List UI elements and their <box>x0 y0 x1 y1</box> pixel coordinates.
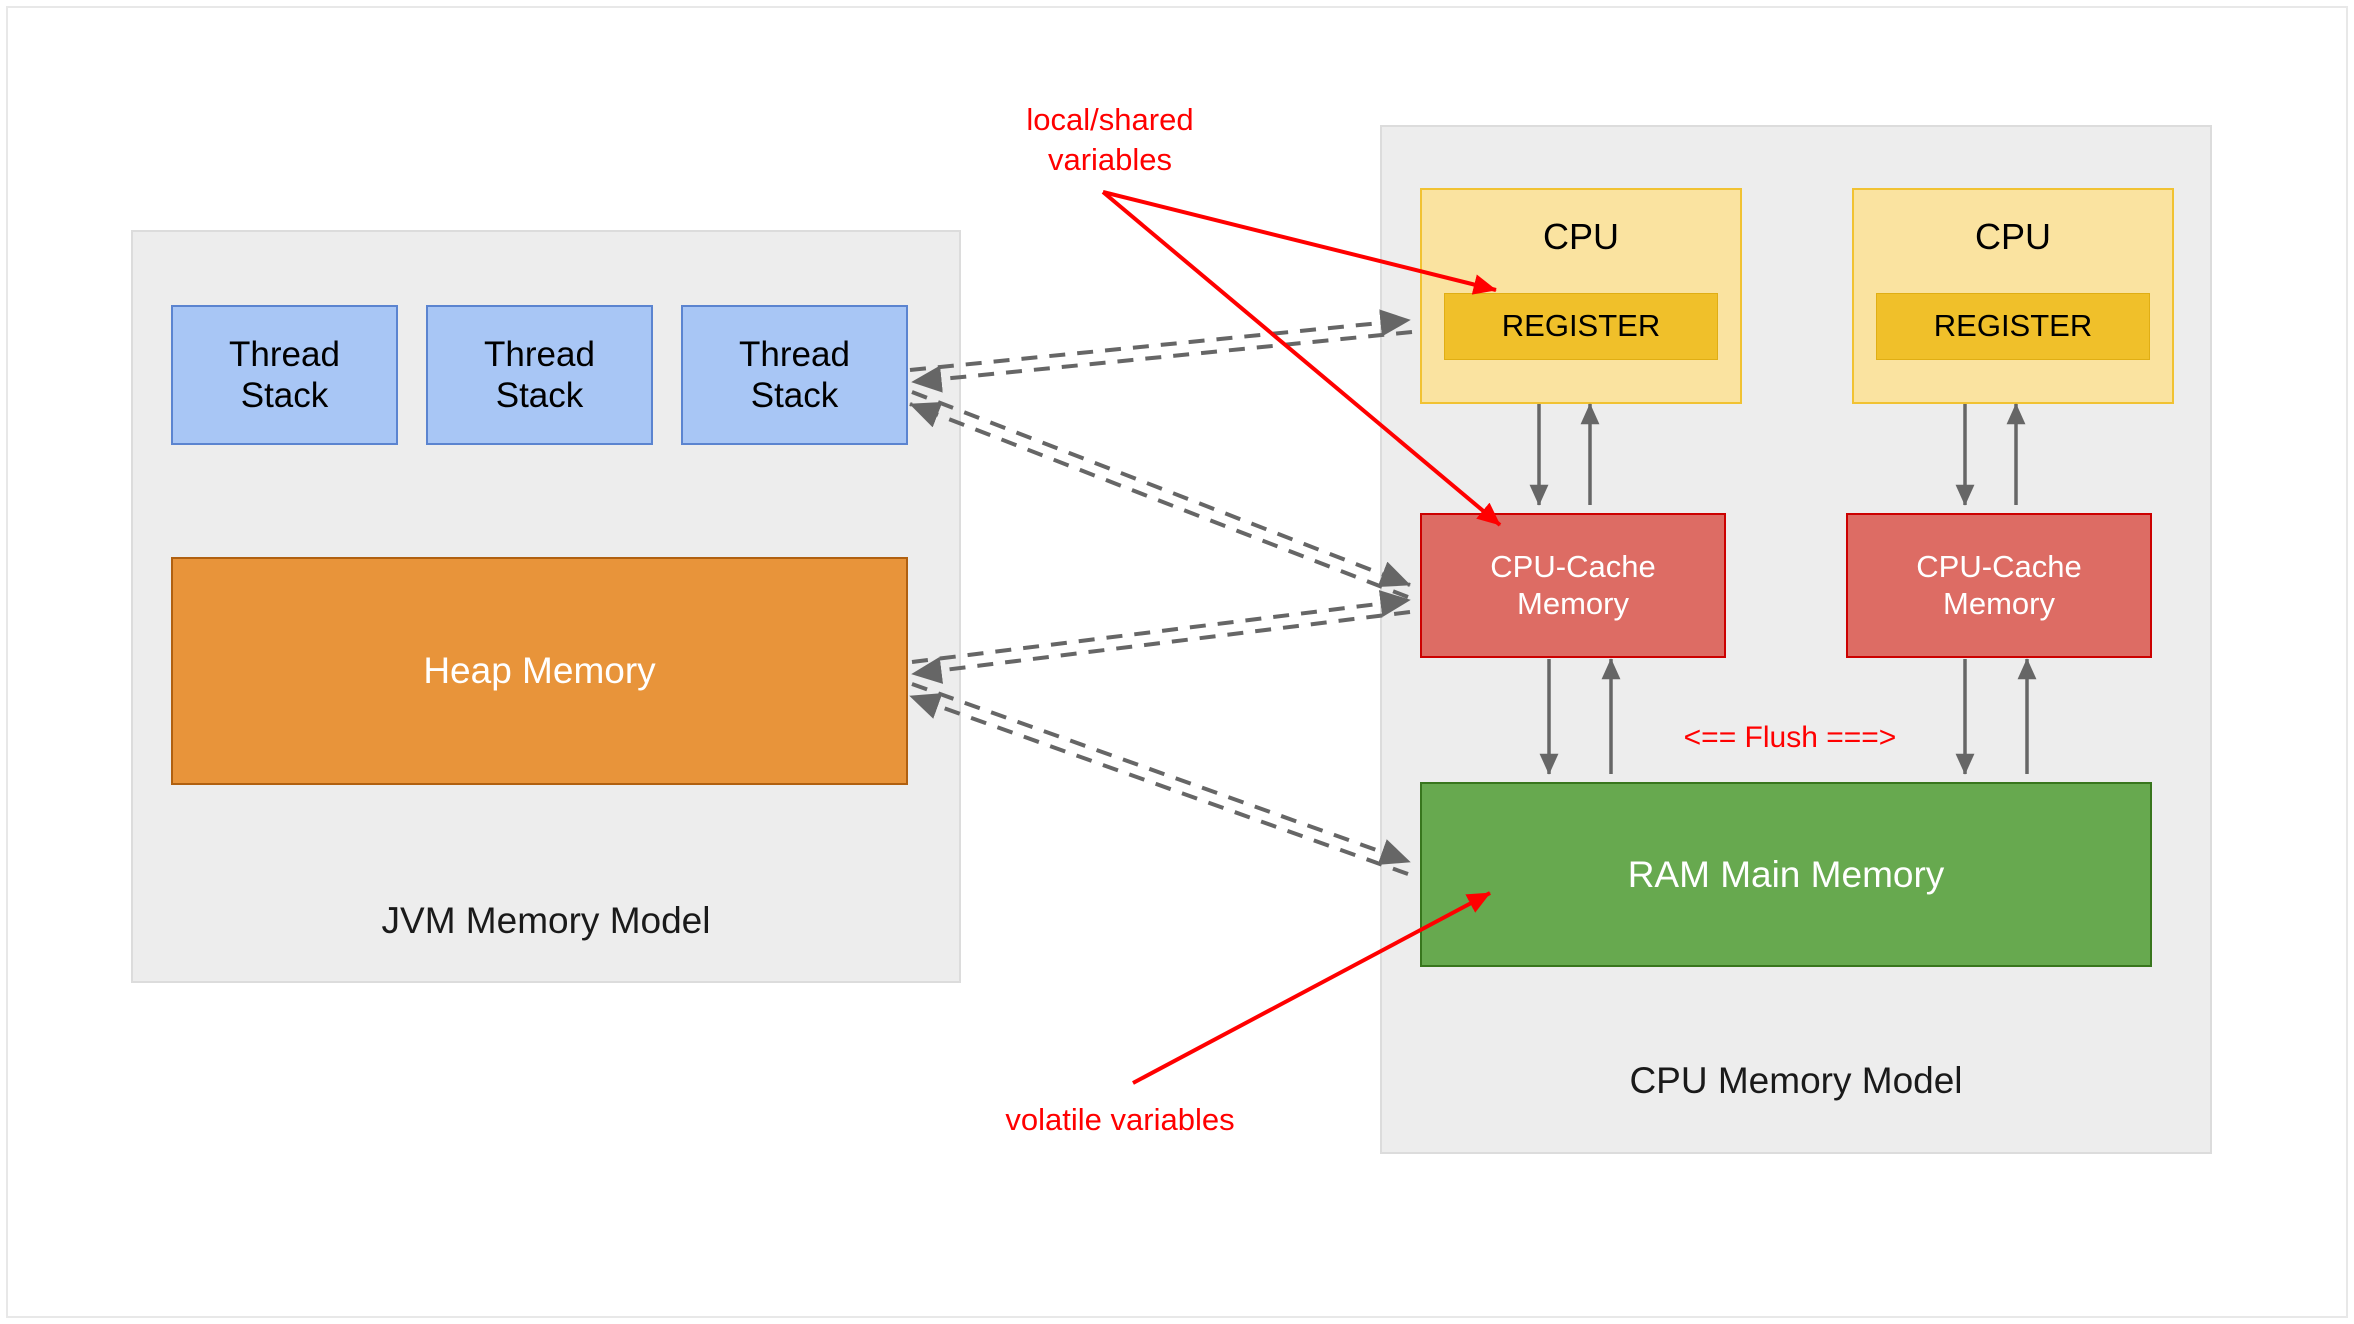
register-box-2[interactable]: REGISTER <box>1876 293 2150 360</box>
register-box-1[interactable]: REGISTER <box>1444 293 1718 360</box>
cpu-panel-caption: CPU Memory Model <box>1629 1060 1963 1101</box>
connector-heap-ram <box>909 682 1411 876</box>
ram-main-memory-box[interactable]: RAM Main Memory <box>1420 782 2152 967</box>
flush-label: <== Flush ===> <box>1683 721 1897 754</box>
connector-threadstack-register <box>909 309 1413 393</box>
volatile-variables-label: volatile variables <box>1005 1102 1235 1137</box>
heap-memory-box[interactable]: Heap Memory <box>171 557 908 785</box>
connector-threadstack-cache <box>909 390 1411 599</box>
connector-heap-cache <box>911 590 1411 684</box>
jvm-panel-caption: JVM Memory Model <box>381 900 711 941</box>
